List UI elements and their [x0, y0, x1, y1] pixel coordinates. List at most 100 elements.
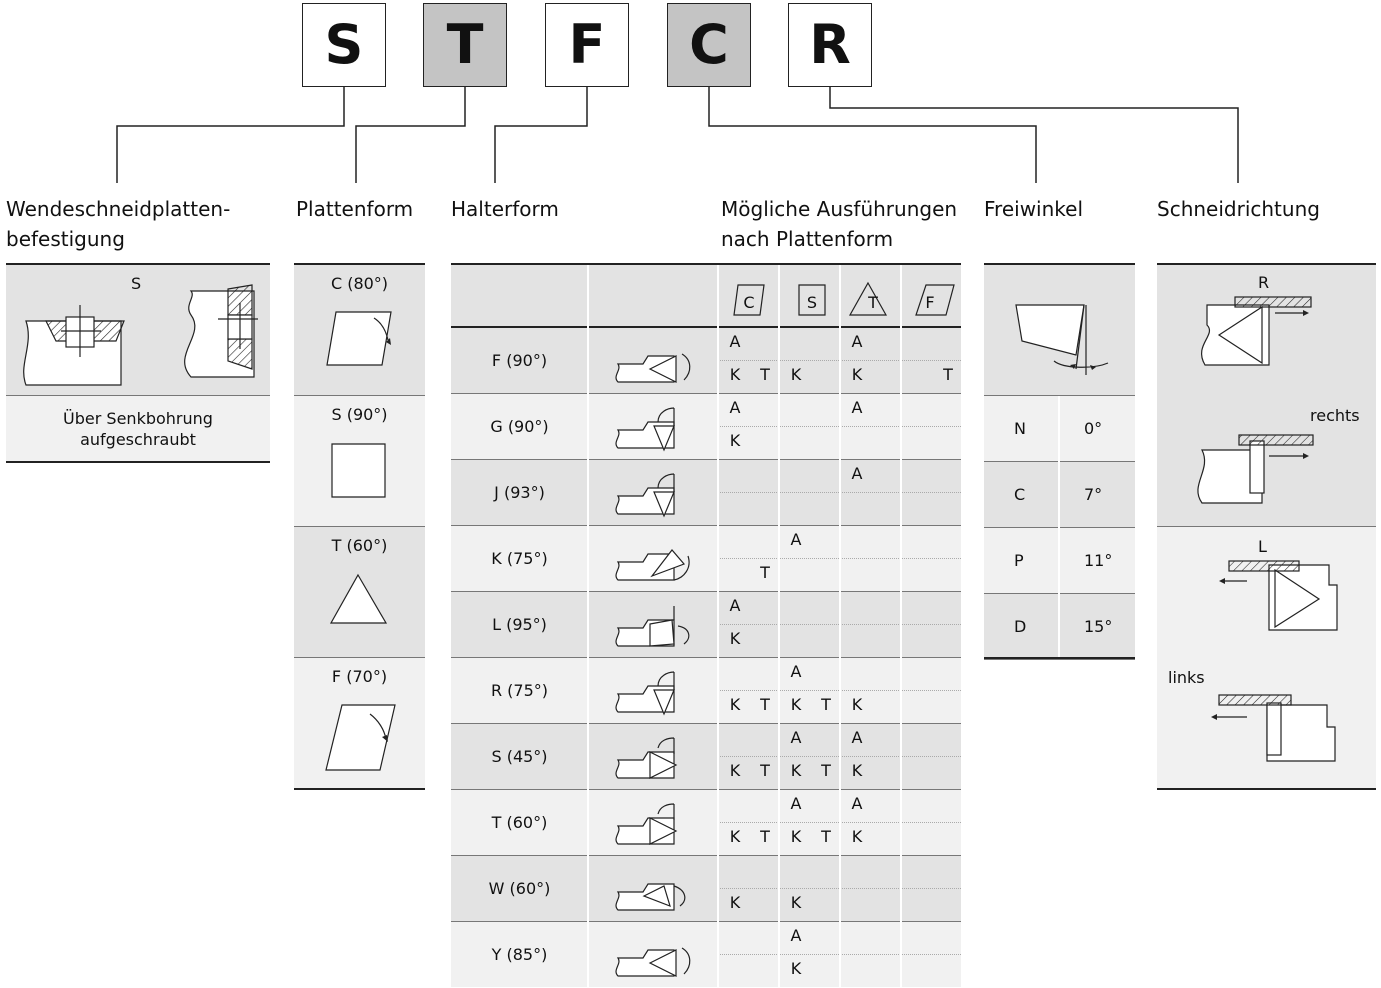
square-icon — [331, 443, 386, 498]
ausfuehrung-letter: T — [760, 365, 770, 384]
ausfuehrung-letter: K — [729, 431, 741, 450]
holder-shape-icon — [615, 947, 691, 977]
insert-column-letter: C — [743, 293, 755, 312]
halterform-label: R (75°) — [490, 681, 549, 700]
code-letter-s: S — [302, 3, 386, 87]
holder-shape-icon — [615, 549, 690, 581]
halterform-label: J (93°) — [494, 483, 545, 502]
ausfuehrung-letter: A — [851, 794, 863, 813]
ausfuehrung-letter: T — [760, 761, 770, 780]
heading-plattenform: Plattenform — [296, 197, 414, 221]
ausfuehrung-letter: T — [760, 827, 770, 846]
insert-t-icon — [848, 281, 888, 316]
freiwinkel-angle: 7° — [1084, 485, 1103, 504]
insert-shape-icons — [733, 281, 955, 316]
insert-column-letter: S — [806, 293, 818, 312]
holder-shape-icon — [615, 407, 675, 452]
freiwinkel-code: N — [1014, 419, 1026, 438]
insert-header-row — [451, 265, 961, 326]
halterform-label: G (90°) — [490, 417, 549, 436]
halterform-label: W (60°) — [488, 879, 551, 898]
ausfuehrung-letter: K — [790, 959, 802, 978]
plattenform-s-label: S (90°) — [331, 405, 388, 424]
heading-freiwinkel: Freiwinkel — [984, 197, 1084, 221]
halterform-label: Y (85°) — [491, 945, 548, 964]
ausfuehrung-letter: K — [729, 827, 741, 846]
rhombus-80-icon — [326, 311, 392, 366]
schneidrichtung-drawings — [1197, 296, 1338, 762]
ausfuehrung-letter: A — [790, 530, 802, 549]
code-letter-r: R — [788, 3, 872, 87]
halterform-label: T (60°) — [491, 813, 548, 832]
ausfuehrung-letter: K — [729, 695, 741, 714]
freiwinkel-code: C — [1014, 485, 1026, 504]
heading-schneidrichtung: Schneidrichtung — [1157, 197, 1320, 221]
plattenform-c-label: C (80°) — [330, 274, 389, 293]
ausfuehrung-letter: A — [851, 332, 863, 351]
ausfuehrung-letter: A — [729, 398, 741, 417]
schneidrichtung-l-code: L — [1258, 537, 1267, 556]
ausfuehrung-letter: T — [821, 827, 831, 846]
halterform-label: K (75°) — [491, 549, 548, 568]
ausfuehrung-letter: K — [790, 893, 802, 912]
freiwinkel-code: D — [1014, 617, 1027, 636]
triangle-icon — [329, 573, 388, 624]
ausfuehrung-letter: T — [760, 563, 770, 582]
code-letter-f: F — [545, 3, 629, 87]
halterform-label: S (45°) — [491, 747, 548, 766]
holder-shape-icon — [615, 606, 690, 647]
ausfuehrung-letter: T — [760, 695, 770, 714]
holder-shape-icon — [615, 473, 675, 518]
befestigung-desc-cell — [6, 396, 270, 461]
holder-shape-icon — [615, 737, 678, 779]
schneidrichtung-l-label: links — [1168, 668, 1205, 687]
ausfuehrung-letter: A — [729, 596, 741, 615]
heading-halterform: Halterform — [451, 197, 559, 221]
befestigung-code: S — [131, 274, 142, 293]
holder-shape-icon — [615, 671, 675, 716]
ausfuehrung-letter: A — [851, 728, 863, 747]
ausfuehrung-letter: K — [790, 761, 802, 780]
holder-shape-icon — [615, 803, 678, 845]
insert-c-icon — [733, 284, 765, 316]
ausfuehrung-letter: A — [790, 926, 802, 945]
freiwinkel-code: P — [1014, 551, 1024, 570]
insert-f-icon — [915, 284, 955, 316]
ausfuehrung-letter: A — [851, 464, 863, 483]
connector-lines — [116, 87, 1239, 183]
ausfuehrung-letter: K — [729, 893, 741, 912]
ausfuehrung-letter: K — [851, 761, 863, 780]
ausfuehrung-letter: K — [851, 695, 863, 714]
plattenform-f-label: F (70°) — [331, 667, 388, 686]
ausfuehrung-letter: K — [790, 365, 802, 384]
ausfuehrung-letter: K — [729, 629, 741, 648]
halterform-label: F (90°) — [491, 351, 548, 370]
insert-s-icon — [798, 284, 826, 316]
code-letter-c: C — [667, 3, 751, 87]
plattenform-shapes — [325, 311, 396, 771]
plattenform-t-label: T (60°) — [331, 536, 388, 555]
ausfuehrung-letter: A — [729, 332, 741, 351]
halterform-label: L (95°) — [492, 615, 547, 634]
freiwinkel-drawing — [1015, 304, 1109, 375]
ausfuehrung-letter: K — [729, 761, 741, 780]
ausfuehrung-letter: A — [790, 662, 802, 681]
holder-shape-icon — [615, 883, 686, 911]
ausfuehrung-letter: K — [729, 365, 741, 384]
screw-clamp-drawing — [23, 284, 258, 386]
ausfuehrung-letter: K — [851, 827, 863, 846]
freiwinkel-angle: 15° — [1084, 617, 1113, 636]
ausfuehrung-letter: T — [821, 761, 831, 780]
ausfuehrung-letter: A — [790, 728, 802, 747]
ausfuehrung-letter: K — [851, 365, 863, 384]
holder-shape-icon — [615, 353, 691, 383]
ausfuehrung-letter: K — [790, 827, 802, 846]
freiwinkel-angle: 11° — [1084, 551, 1113, 570]
insert-column-letter: T — [868, 293, 878, 312]
ausfuehrung-letter: T — [821, 695, 831, 714]
ausfuehrung-letter: T — [943, 365, 953, 384]
insert-column-letter: F — [925, 293, 935, 312]
ausfuehrung-letter: A — [851, 398, 863, 417]
